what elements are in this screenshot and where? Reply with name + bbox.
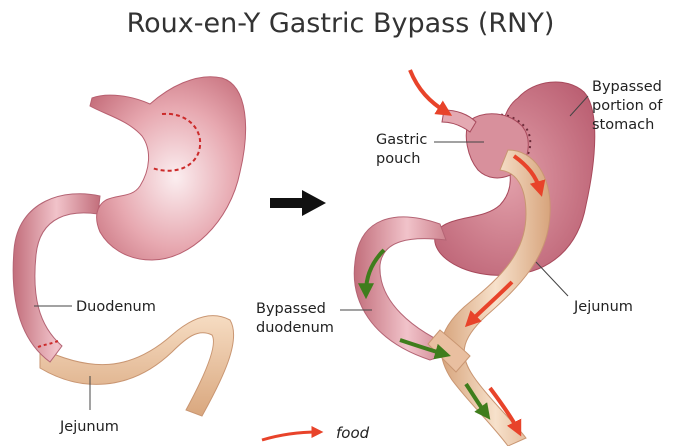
food-arrow-exit	[488, 386, 522, 437]
transition-arrow	[270, 190, 326, 216]
label-bypassed-stomach-2: portion of	[592, 98, 663, 114]
label-gastric-pouch-2: pouch	[376, 151, 421, 167]
stomach-normal	[89, 76, 247, 261]
bile-arrow-exit	[464, 382, 491, 420]
esophagus	[441, 109, 477, 133]
food-arrow-limb	[464, 280, 514, 328]
duodenum-jejunum-boundary	[37, 339, 61, 348]
label-bypassed-duodenum-2: duodenum	[256, 320, 334, 336]
jejunum-left-tube	[39, 315, 235, 417]
legend-food-arrow	[261, 426, 324, 442]
legend-food-label: food	[336, 424, 370, 442]
normal-anatomy	[12, 76, 247, 417]
bypassed-stomach-leader	[569, 95, 589, 117]
bypassed-stomach	[434, 81, 596, 276]
food-arrow-entry	[408, 69, 453, 116]
label-duodenum: Duodenum	[76, 299, 156, 315]
label-gastric-pouch-1: Gastric	[376, 132, 428, 148]
label-bypassed-stomach-3: stomach	[592, 117, 655, 133]
diagram-title: Roux-en-Y Gastric Bypass (RNY)	[126, 8, 555, 39]
bile-arrow-right	[399, 338, 451, 360]
pouch-cut-line	[151, 112, 202, 172]
label-jejunum-left: Jejunum	[60, 419, 119, 435]
label-bypassed-duodenum-1: Bypassed	[256, 301, 326, 317]
duodenum-tube	[12, 193, 101, 363]
label-jejunum-right: Jejunum	[574, 299, 633, 315]
label-bypassed-stomach-1: Bypassed	[592, 79, 662, 95]
food-arrow-pouch	[512, 154, 546, 197]
jejunum-right-leader	[535, 261, 569, 297]
bile-arrow-down	[358, 248, 386, 300]
bypass-anatomy	[340, 69, 596, 446]
